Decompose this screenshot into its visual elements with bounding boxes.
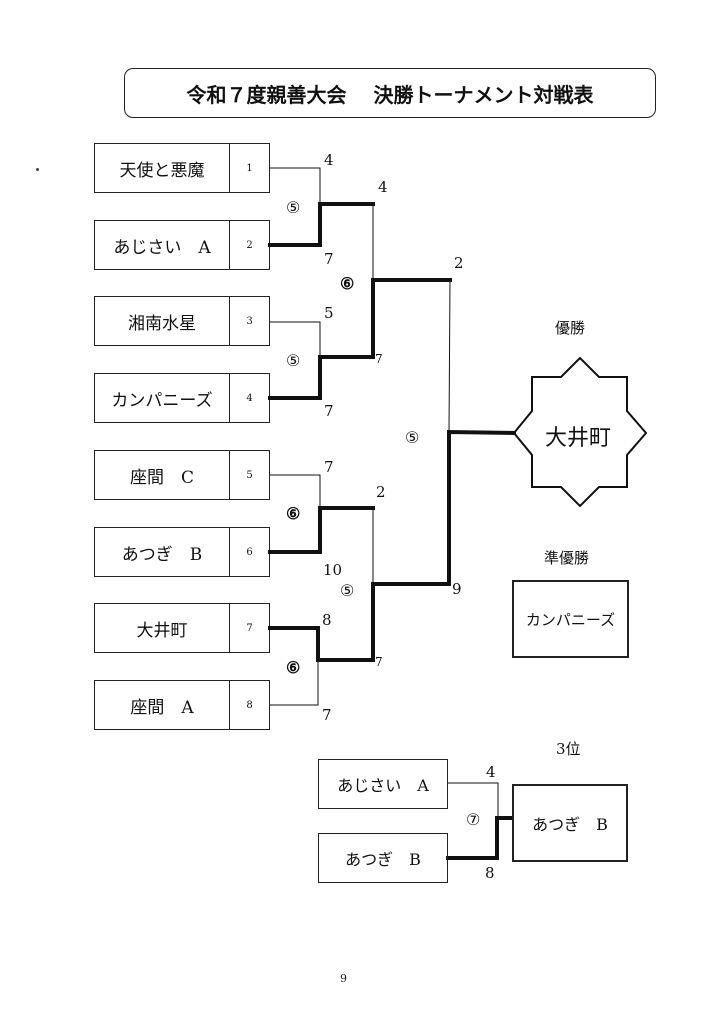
page-title: 令和７度親善大会 決勝トーナメント対戦表 <box>186 82 594 107</box>
runner-up-name: カンパニーズ <box>525 610 616 629</box>
court-label: ⑥ <box>286 658 301 677</box>
team-seed: 8 <box>246 699 253 711</box>
team-seed: 6 <box>246 546 253 558</box>
bracket-line <box>269 321 321 358</box>
bracket-line <box>448 279 451 433</box>
third-place-winner-box: あつぎ B <box>512 784 628 862</box>
score-label: 8 <box>322 611 332 629</box>
champion-heading: 優勝 <box>555 319 586 337</box>
team-seed: 1 <box>246 162 253 174</box>
court-label: ⑦ <box>466 810 481 829</box>
score-label: 9 <box>452 580 462 598</box>
runner-up-heading: 準優勝 <box>544 549 590 567</box>
team-name: 湘南水星 <box>95 297 230 345</box>
bracket-winner-line <box>371 582 451 662</box>
bracket-line <box>269 659 319 706</box>
court-label: ⑤ <box>340 581 355 600</box>
court-label: ⑥ <box>340 274 355 293</box>
team-box-6: あつぎ B 6 <box>94 527 270 577</box>
team-box-7: 大井町 7 <box>94 603 270 653</box>
team-seed: 4 <box>246 392 253 404</box>
score-label: 5 <box>324 304 334 322</box>
team-box-2: あじさい A 2 <box>94 220 270 270</box>
team-name: 座間 A <box>95 681 230 729</box>
bracket-winner-line <box>268 355 375 400</box>
score-label: 4 <box>378 178 388 196</box>
score-label: 8 <box>485 864 495 882</box>
team-name: あじさい A <box>95 221 230 269</box>
team-box-4: カンパニーズ 4 <box>94 373 270 423</box>
score-label: 7 <box>324 458 334 476</box>
bracket-winner-line <box>371 278 452 359</box>
score-label: 2 <box>454 254 464 272</box>
team-name: あつぎ B <box>95 528 230 576</box>
score-label: 7 <box>375 655 383 669</box>
bracket-winner-line <box>268 202 375 247</box>
page-number: 9 <box>340 972 347 985</box>
team-name: 大井町 <box>95 604 230 652</box>
team-box-1: 天使と悪魔 1 <box>94 143 270 193</box>
court-label: ⑥ <box>286 504 301 523</box>
team-name: 座間 C <box>95 451 230 499</box>
score-label: 10 <box>323 561 343 579</box>
stray-dot <box>36 168 39 171</box>
title-box: 令和７度親善大会 決勝トーナメント対戦表 <box>124 68 656 118</box>
court-label: ⑤ <box>405 428 420 447</box>
bracket-line <box>269 167 321 205</box>
bracket-winner-line <box>447 429 517 586</box>
court-label: ⑤ <box>286 351 301 370</box>
champion-star <box>512 356 648 508</box>
team-name: あつぎ B <box>345 850 421 869</box>
team-name: あじさい A <box>337 776 429 795</box>
team-name: カンパニーズ <box>95 374 230 422</box>
team-seed: 5 <box>246 469 253 481</box>
champion-name: 大井町 <box>544 426 611 451</box>
team-seed: 7 <box>246 622 253 634</box>
team-box-3: 湘南水星 3 <box>94 296 270 346</box>
bracket-line <box>447 782 499 819</box>
team-name: 天使と悪魔 <box>95 144 230 192</box>
third-place-team-1: あじさい A <box>318 759 448 809</box>
third-place-team-2: あつぎ B <box>318 833 448 883</box>
score-label: 7 <box>324 402 334 420</box>
third-place-heading: 3位 <box>556 740 581 758</box>
runner-up-box: カンパニーズ <box>512 580 629 658</box>
score-label: 7 <box>324 250 334 268</box>
court-label: ⑤ <box>286 198 301 217</box>
score-label: 7 <box>375 352 383 366</box>
bracket-winner-line <box>268 506 375 554</box>
third-place-winner-name: あつぎ B <box>532 815 608 834</box>
score-label: 4 <box>486 763 496 781</box>
score-label: 2 <box>376 483 386 501</box>
bracket-line <box>269 474 321 509</box>
bracket-winner-line <box>268 626 375 662</box>
score-label: 4 <box>324 151 334 169</box>
team-seed: 3 <box>246 315 253 327</box>
score-label: 7 <box>322 706 332 724</box>
team-seed: 2 <box>246 239 253 251</box>
bracket-winner-line <box>446 816 514 860</box>
